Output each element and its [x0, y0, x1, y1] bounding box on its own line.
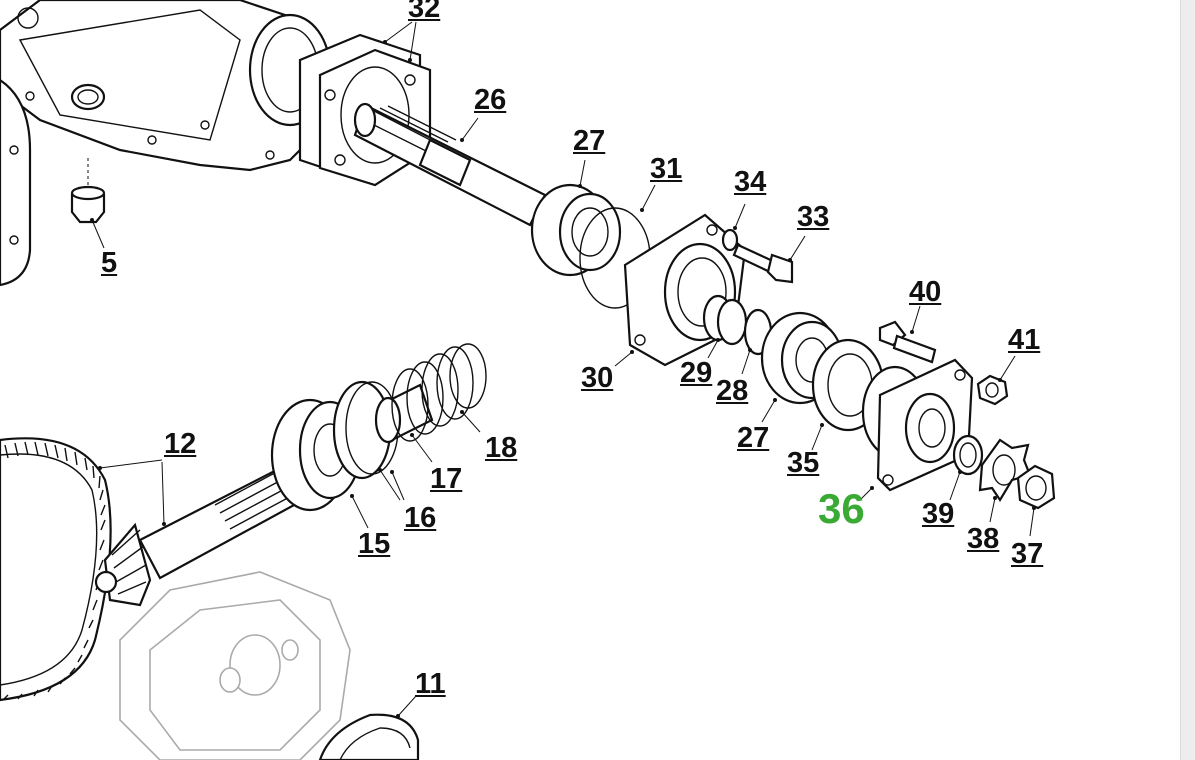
callout-32[interactable]: 32	[408, 0, 441, 24]
callout-26[interactable]: 26	[474, 84, 507, 116]
callout-28[interactable]: 28	[716, 375, 749, 407]
part-41-nut	[976, 355, 1016, 406]
leader-dots	[90, 40, 1036, 718]
callout-15[interactable]: 15	[358, 528, 391, 560]
callout-38[interactable]: 38	[967, 523, 1000, 555]
part-26-shaft	[353, 102, 547, 227]
part-5-plug	[70, 158, 106, 249]
callout-11[interactable]: 11	[415, 668, 446, 700]
callout-18[interactable]: 18	[485, 432, 518, 464]
callout-31[interactable]: 31	[650, 153, 683, 185]
callout-27-upper[interactable]: 27	[573, 125, 606, 157]
vertical-scrollbar[interactable]	[1180, 0, 1195, 760]
callout-36-active[interactable]: 36	[818, 485, 865, 532]
axle-housing	[0, 0, 332, 172]
part-27-upper-bearing	[530, 159, 622, 277]
part-16-shims	[332, 380, 405, 501]
callout-40[interactable]: 40	[909, 276, 942, 308]
callout-37[interactable]: 37	[1011, 538, 1044, 570]
part-34-washer	[721, 203, 746, 252]
part-37-nut	[1016, 464, 1056, 537]
callout-16[interactable]: 16	[404, 502, 437, 534]
part-18-spring	[391, 343, 487, 442]
callout-34[interactable]: 34	[734, 166, 767, 198]
callout-12[interactable]: 12	[164, 428, 197, 460]
callout-41[interactable]: 41	[1008, 324, 1041, 356]
part-29-spacer	[702, 294, 748, 359]
part-38-lock-plate	[978, 438, 1032, 523]
callout-39[interactable]: 39	[922, 498, 955, 530]
callout-30[interactable]: 30	[581, 362, 614, 394]
part-33-bolt	[732, 235, 806, 284]
cover-plate	[0, 78, 32, 287]
callout-29[interactable]: 29	[680, 357, 713, 389]
callout-5[interactable]: 5	[101, 247, 118, 279]
callout-17[interactable]: 17	[430, 463, 463, 495]
callout-33[interactable]: 33	[797, 201, 830, 233]
differential-case-ghost	[119, 571, 351, 760]
part-39-washer	[949, 434, 984, 501]
part-11-bearing	[318, 695, 420, 760]
callout-27-lower[interactable]: 27	[737, 422, 770, 454]
part-40-bolt	[878, 305, 937, 364]
callout-35[interactable]: 35	[787, 447, 820, 479]
part-36-flange	[859, 358, 974, 501]
